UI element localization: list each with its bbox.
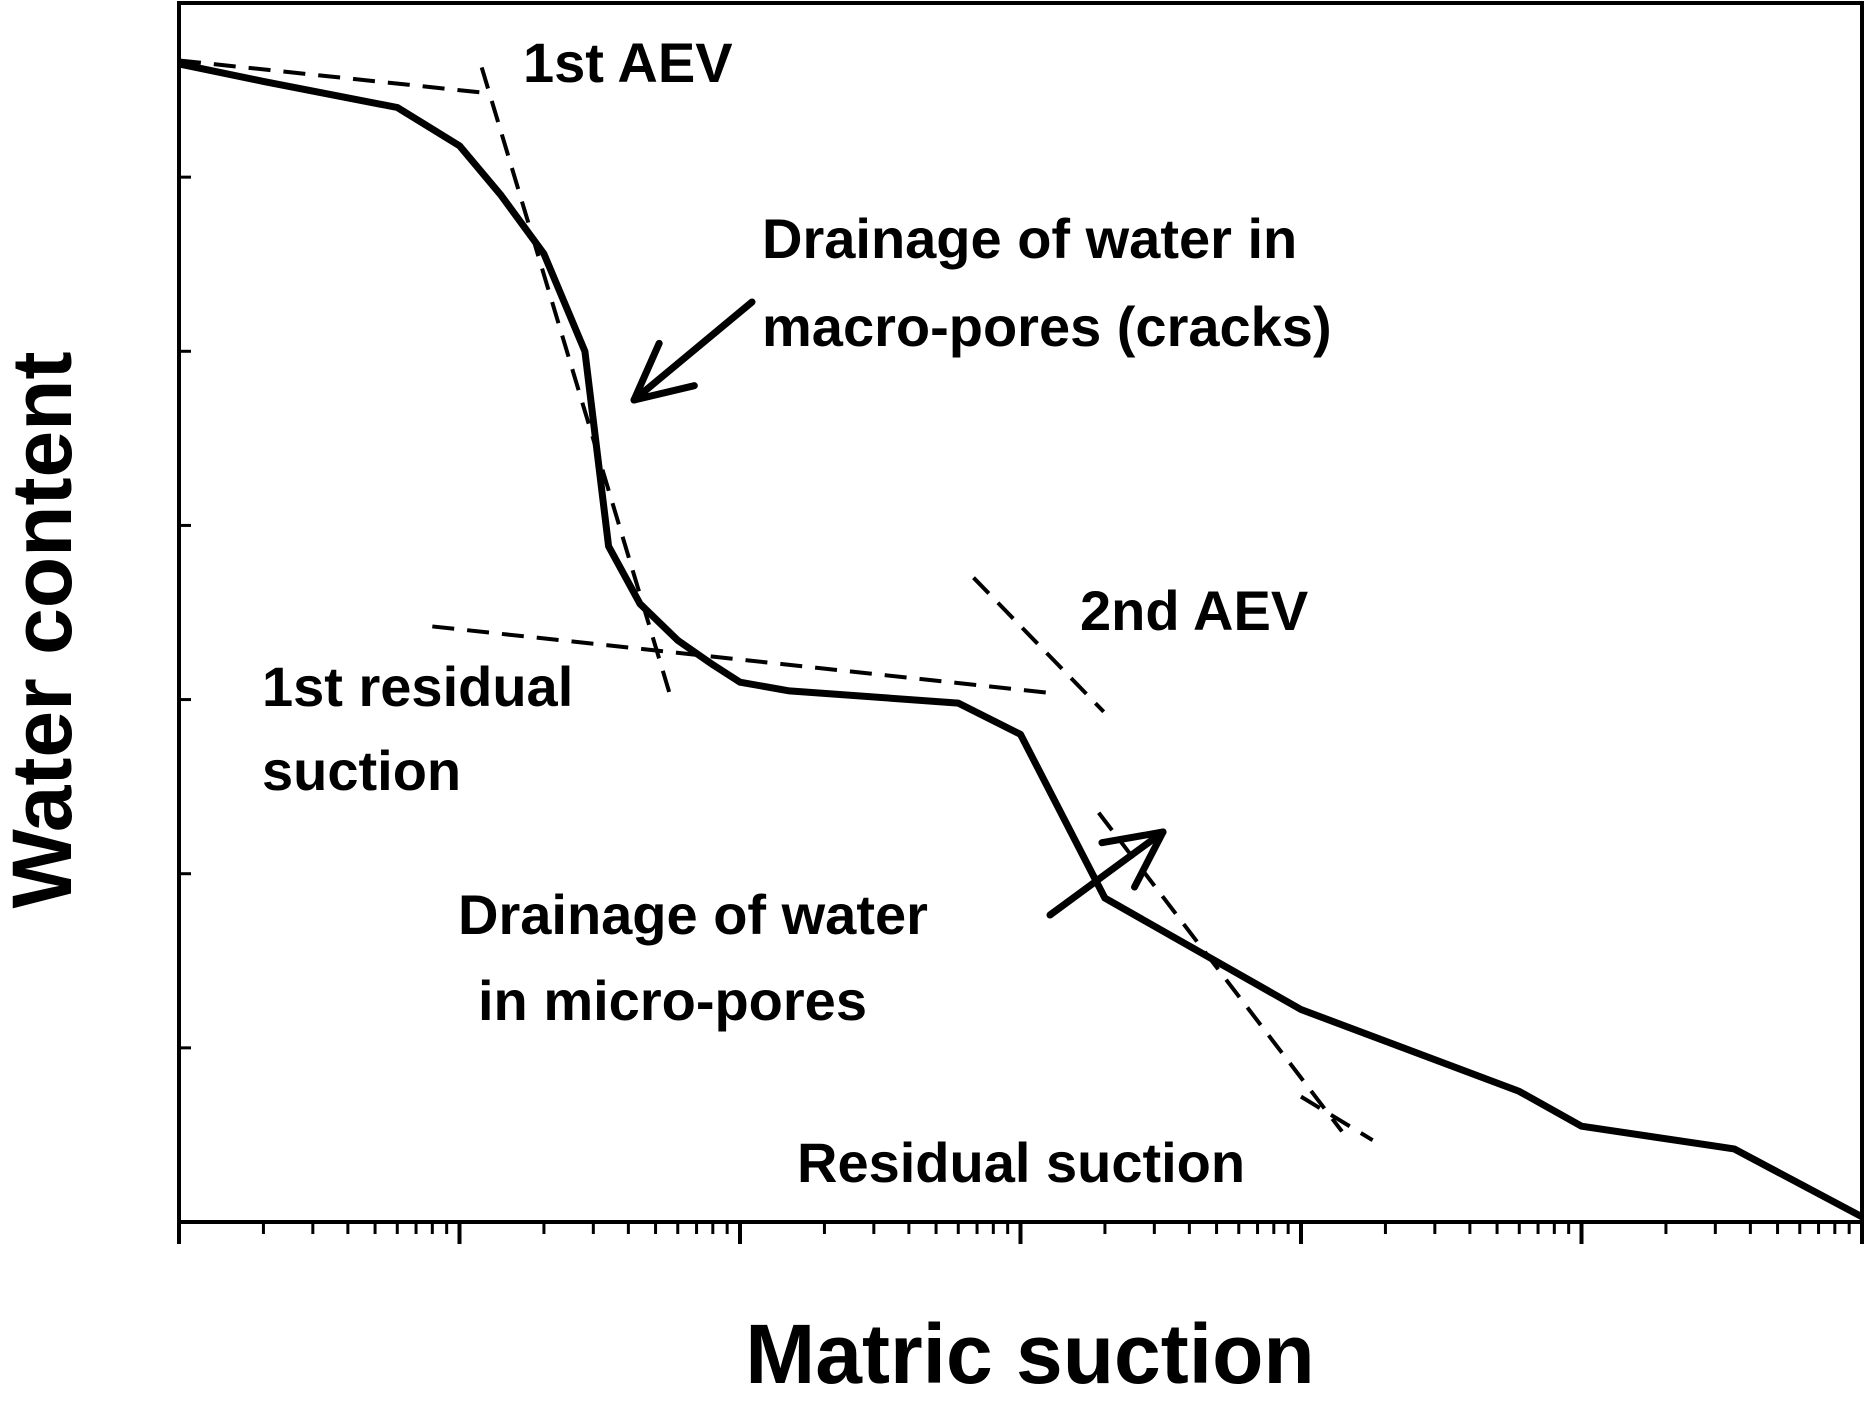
water-retention-curve [178,60,1864,1220]
axes [177,1,1864,1224]
annotation-1st-residual-line-1: 1st residual [262,655,573,718]
dashed-tangent-line [1097,811,1344,1133]
ticks [177,1,1864,1244]
annotation-residual-suction: Residual suction [797,1131,1245,1194]
annotation-micro-pores-line-1: Drainage of water [458,883,928,946]
micro-pores-arrow [1046,828,1167,919]
annotation-macro-pores-line-2: macro-pores (cracks) [762,295,1332,358]
macro-pores-arrow [630,298,756,404]
annotation-arrows [630,298,1167,919]
dashed-tangent-line [479,66,672,694]
annotation-1st-residual-line-2: suction [262,739,461,802]
plot-frame [177,1,1864,1224]
annotation-micro-pores-line-2: in micro-pores [478,969,867,1032]
dashed-tangent-line [972,576,1106,714]
y-axis-title: Water content [0,352,89,909]
construction-lines [178,58,1374,1142]
dashed-tangent-line [1299,1094,1374,1142]
annotation-2nd-aev: 2nd AEV [1080,579,1308,642]
annotation-1st-aev: 1st AEV [523,31,733,94]
annotations: 1st AEV Drainage of water in macro-pores… [262,31,1332,1194]
data-series [178,60,1864,1220]
annotation-macro-pores-line-1: Drainage of water in [762,207,1297,270]
dashed-tangent-line [178,58,492,96]
x-axis-title: Matric suction [745,1307,1314,1401]
